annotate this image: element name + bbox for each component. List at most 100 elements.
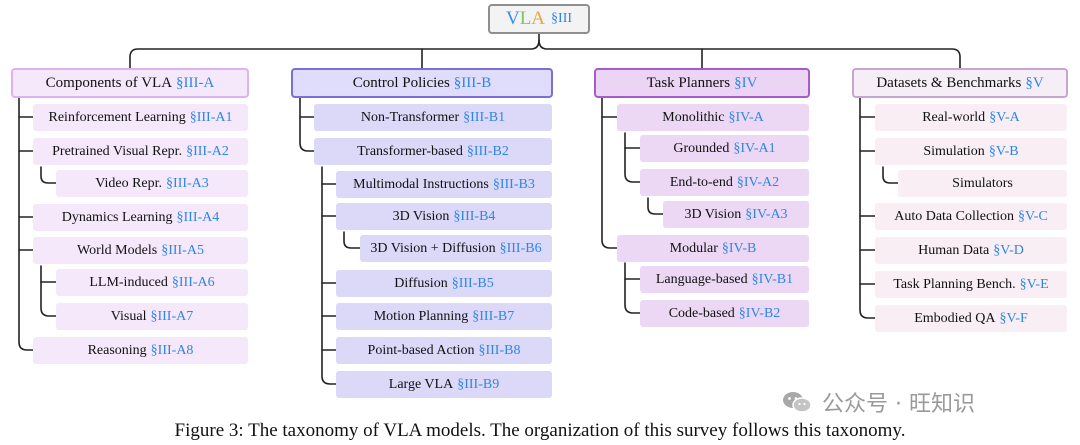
- node-3d-vision-planner: 3D Vision§IV-A3: [663, 201, 809, 228]
- figure-caption: Figure 3: The taxonomy of VLA models. Th…: [174, 420, 906, 441]
- node-reasoning: Reasoning§III-A8: [33, 337, 248, 364]
- node-ref: §V-D: [993, 242, 1024, 258]
- node-label: Reinforcement Learning: [48, 109, 186, 125]
- node-label: Simulators: [952, 175, 1013, 191]
- node-label: Video Repr.: [95, 175, 163, 191]
- node-label: Task Planning Bench.: [893, 276, 1016, 292]
- node-ref: §IV-B2: [738, 305, 781, 321]
- node-label: Modular: [669, 240, 718, 256]
- node-ref: §III-B7: [472, 308, 515, 324]
- node-ref: §III-A5: [161, 242, 204, 258]
- header-datasets-benchmarks: Datasets & Benchmarks§V: [852, 68, 1068, 98]
- node-language-based: Language-based§IV-B1: [640, 266, 809, 293]
- node-label: Diffusion: [394, 275, 448, 291]
- node-ref: §III-A3: [166, 175, 209, 191]
- node-ref: §III-A8: [150, 342, 194, 358]
- node-simulators: Simulators: [898, 170, 1067, 197]
- node-end-to-end: End-to-end§IV-A2: [640, 169, 809, 196]
- header-ref: §V: [1025, 74, 1044, 91]
- node-label: Multimodal Instructions: [353, 176, 489, 192]
- header-ref: §III-B: [453, 74, 492, 91]
- node-grounded: Grounded§IV-A1: [640, 135, 809, 162]
- root-letter-v: V: [505, 8, 520, 29]
- node-label: 3D Vision: [684, 206, 742, 222]
- node-modular: Modular§IV-B: [617, 235, 809, 262]
- root-ref: §III: [551, 11, 573, 26]
- node-visual: Visual§III-A7: [56, 303, 248, 330]
- node-ref: §III-B9: [457, 376, 500, 392]
- node-label: Language-based: [655, 271, 748, 287]
- header-label: Components of VLA: [45, 74, 173, 91]
- node-label: Auto Data Collection: [894, 208, 1014, 224]
- node-ref: §III-B2: [466, 143, 509, 159]
- node-world-models: World Models§III-A5: [33, 237, 248, 264]
- node-dynamics-learning: Dynamics Learning§III-A4: [33, 204, 248, 231]
- node-human-data: Human Data§V-D: [875, 237, 1067, 264]
- watermark-text: 公众号 · 旺知识: [822, 392, 975, 417]
- node-label: Non-Transformer: [360, 109, 460, 125]
- header-label: Datasets & Benchmarks: [876, 74, 1022, 91]
- watermark: 公众号 · 旺知识: [782, 386, 1052, 418]
- node-ref: §III-B3: [492, 176, 535, 192]
- node-multimodal-instructions: Multimodal Instructions§III-B3: [336, 171, 552, 198]
- node-label: Code-based: [668, 305, 735, 321]
- node-label: Reasoning: [87, 342, 147, 358]
- node-3d-vision-diffusion: 3D Vision + Diffusion§III-B6: [360, 235, 552, 262]
- node-ref: §III-A1: [189, 109, 233, 125]
- node-pretrained-visual-repr: Pretrained Visual Repr.§III-A2: [33, 138, 248, 165]
- node-label: Monolithic: [662, 109, 725, 125]
- node-label: Pretrained Visual Repr.: [52, 143, 183, 159]
- node-embodied-qa: Embodied QA§V-F: [875, 305, 1067, 332]
- node-label: 3D Vision: [392, 208, 450, 224]
- node-point-based-action: Point-based Action§III-B8: [336, 337, 552, 364]
- root-letter-a: A: [531, 8, 546, 29]
- node-label: Point-based Action: [367, 342, 475, 358]
- node-simulation: Simulation§V-B: [875, 138, 1067, 165]
- node-label: Large VLA: [388, 376, 454, 392]
- node-ref: §III-A2: [186, 143, 229, 159]
- node-monolithic: Monolithic§IV-A: [617, 104, 809, 131]
- node-label: 3D Vision + Diffusion: [370, 240, 496, 256]
- node-label: World Models: [77, 242, 158, 258]
- node-ref: §III-B8: [478, 342, 521, 358]
- node-label: Dynamics Learning: [61, 209, 173, 225]
- node-3d-vision: 3D Vision§III-B4: [336, 203, 552, 230]
- node-large-vla: Large VLA§III-B9: [336, 371, 552, 398]
- node-label: Simulation: [923, 143, 985, 159]
- node-ref: §V-B: [988, 143, 1019, 159]
- node-real-world: Real-world§V-A: [875, 104, 1067, 131]
- node-ref: §III-A4: [176, 209, 220, 225]
- node-task-planning-bench: Task Planning Bench.§V-E: [875, 271, 1067, 298]
- node-label: Transformer-based: [357, 143, 463, 159]
- node-label: Embodied QA: [914, 310, 996, 326]
- root-letter-l: L: [519, 8, 532, 29]
- node-label: LLM-induced: [89, 274, 168, 290]
- header-label: Task Planners: [646, 74, 731, 91]
- wechat-icon: [782, 390, 812, 414]
- node-ref: §V-C: [1017, 208, 1048, 224]
- node-label: Motion Planning: [373, 308, 469, 324]
- node-llm-induced: LLM-induced§III-A6: [56, 269, 248, 296]
- header-ref: §IV: [734, 74, 758, 91]
- header-control-policies: Control Policies§III-B: [291, 68, 553, 98]
- node-ref: §IV-A: [728, 109, 764, 125]
- node-ref: §IV-A1: [733, 140, 776, 156]
- node-ref: §III-A6: [171, 274, 215, 290]
- node-ref: §V-A: [989, 109, 1020, 125]
- node-video-repr: Video Repr.§III-A3: [56, 170, 248, 197]
- node-motion-planning: Motion Planning§III-B7: [336, 303, 552, 330]
- node-ref: §IV-B: [721, 240, 757, 256]
- header-label: Control Policies: [352, 74, 450, 91]
- node-ref: §IV-A2: [736, 174, 780, 190]
- node-ref: §III-B1: [463, 109, 506, 125]
- node-label: Human Data: [918, 242, 990, 258]
- node-ref: §III-B5: [451, 275, 494, 291]
- node-non-transformer: Non-Transformer§III-B1: [314, 104, 552, 131]
- node-ref: §IV-A3: [745, 206, 788, 222]
- header-task-planners: Task Planners§IV: [594, 68, 810, 98]
- node-transformer-based: Transformer-based§III-B2: [314, 138, 552, 165]
- node-label: Visual: [110, 308, 147, 324]
- node-label: Grounded: [673, 140, 730, 156]
